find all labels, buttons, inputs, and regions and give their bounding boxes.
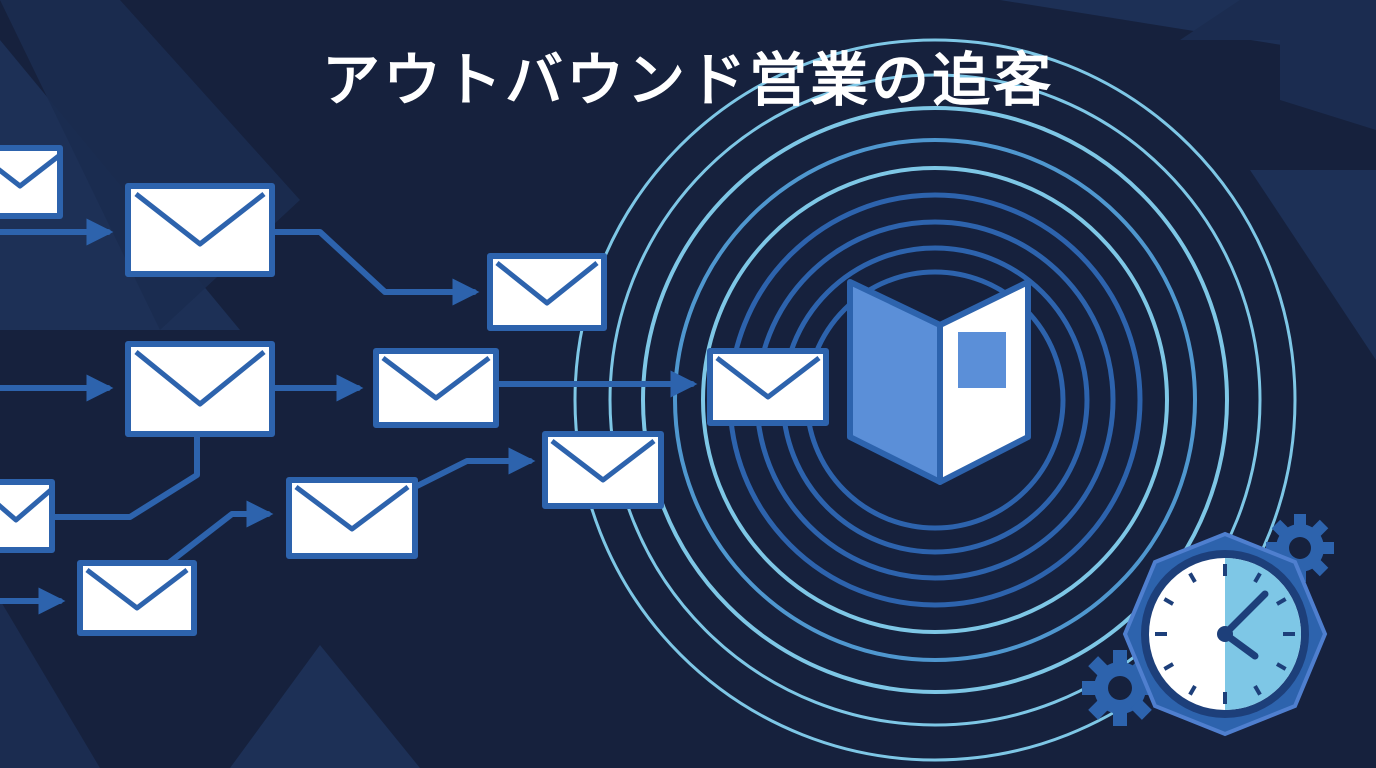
envelope-icon [77, 560, 197, 636]
envelope-icon [707, 348, 829, 426]
stopwatch-icon [1122, 531, 1328, 737]
arrow-right-icon [414, 447, 536, 489]
arrow-right-icon [269, 229, 480, 306]
envelope-icon [373, 348, 499, 428]
envelope-icon [0, 145, 63, 219]
arrow-right-icon [167, 500, 274, 565]
flow-lines [0, 218, 698, 615]
envelope-icon [125, 183, 275, 277]
brochure-icon [847, 279, 1031, 485]
envelopes [0, 145, 829, 636]
page-title: アウトバウンド営業の追客 [321, 46, 1054, 114]
envelope-icon [286, 477, 418, 559]
envelope-icon [542, 431, 664, 509]
flow-connector [52, 433, 200, 520]
envelope-icon [0, 479, 55, 553]
envelope-icon [125, 341, 275, 437]
envelope-icon [487, 253, 607, 331]
